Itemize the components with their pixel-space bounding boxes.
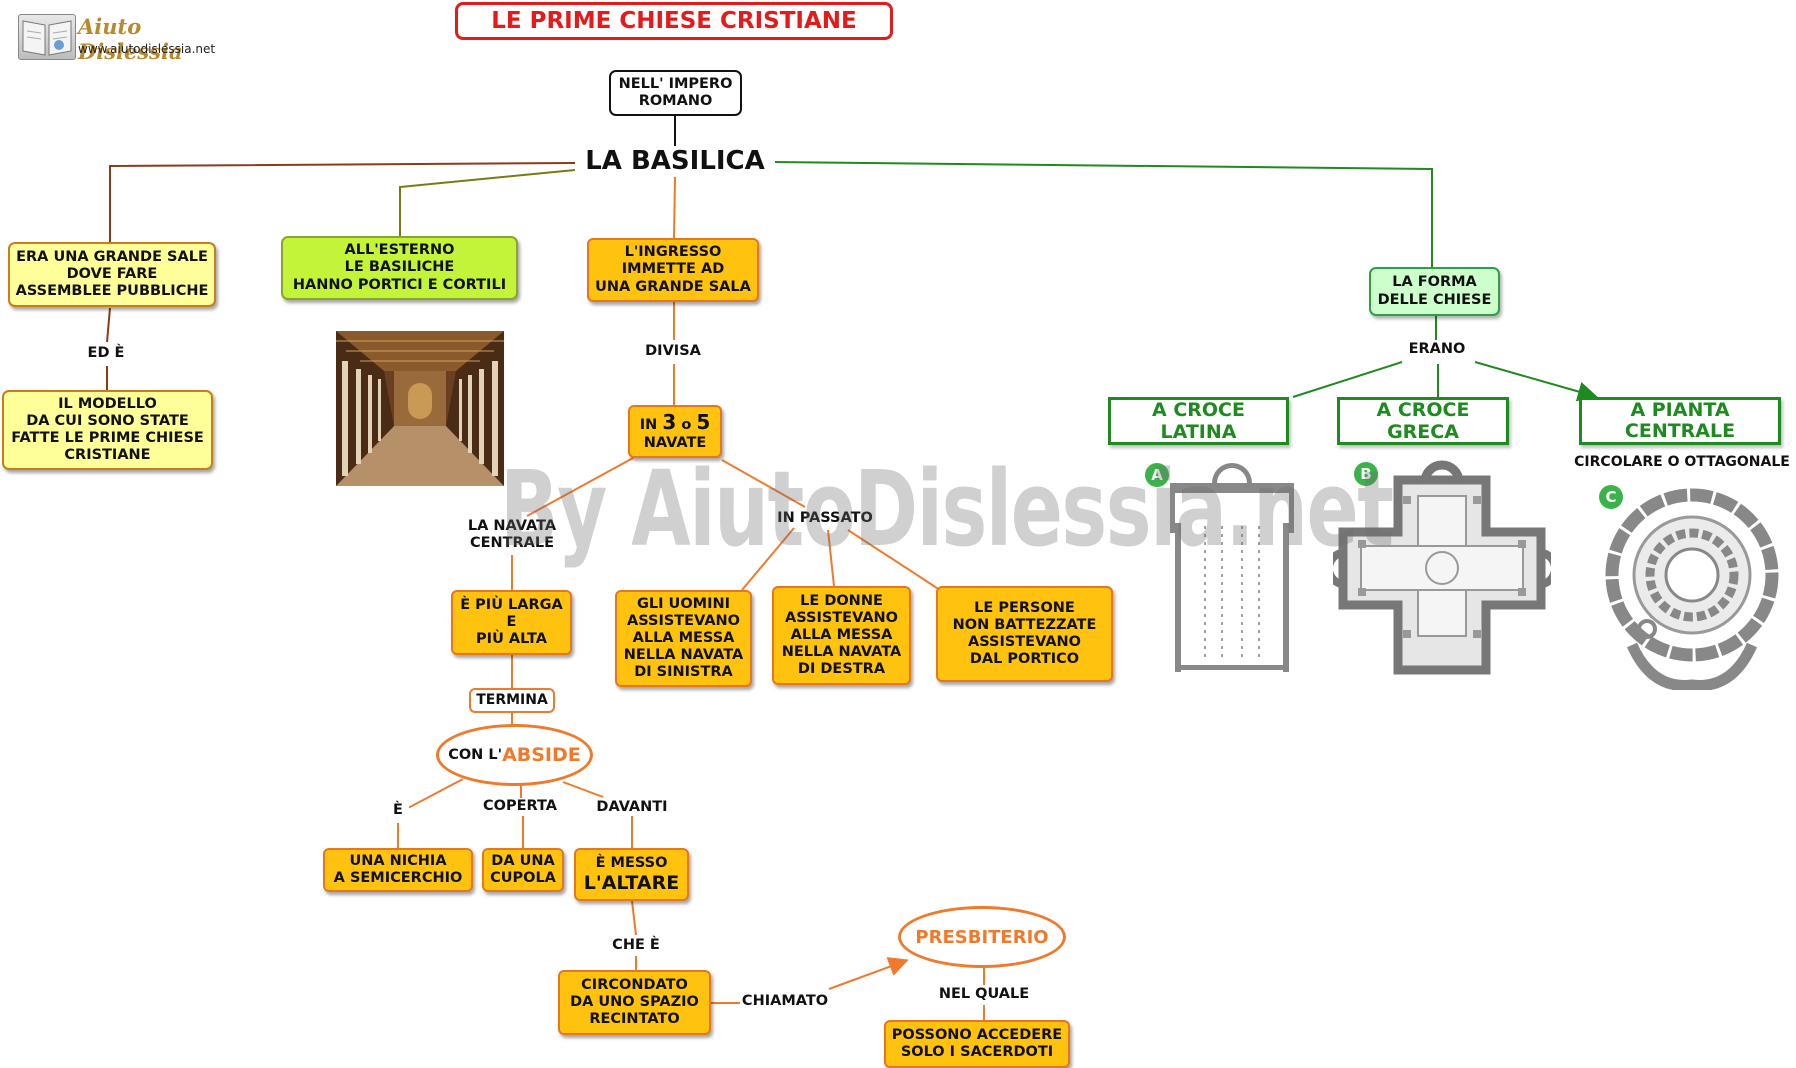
node-circondato: CIRCONDATO DA UNO SPAZIO RECINTATO (558, 970, 711, 1035)
label-ed-e: ED È (78, 345, 134, 363)
label-che-e: CHE È (606, 937, 666, 955)
label-divisa: DIVISA (638, 343, 708, 361)
badge-b: B (1354, 462, 1378, 486)
page-title: LE PRIME CHIESE CRISTIANE (455, 2, 893, 40)
label-in-passato: IN PASSATO (770, 510, 880, 528)
label-davanti: DAVANTI (586, 799, 678, 817)
navate-count: IN 3 o 5 (639, 410, 711, 435)
altare-name: L'ALTARE (583, 871, 680, 894)
node-cupola: DA UNA CUPOLA (482, 848, 564, 892)
node-sacerdoti: POSSONO ACCEDERE SOLO I SACERDOTI (884, 1020, 1070, 1068)
node-pianta-centrale: A PIANTA CENTRALE (1579, 397, 1781, 445)
logo-brand: Aiuto Dislessia (78, 14, 183, 64)
node-nicchia: UNA NICHIA A SEMICERCHIO (323, 848, 473, 892)
label-navata-centrale: LA NAVATA CENTRALE (462, 518, 562, 553)
node-navate: IN 3 o 5 NAVATE (628, 405, 722, 458)
logo[interactable]: Aiuto Dislessia www.aiutodislessia.net (18, 14, 223, 64)
label-erano: ERANO (1402, 341, 1472, 359)
node-forma: LA FORMA DELLE CHIESE (1369, 267, 1500, 316)
node-grande-sale: ERA UNA GRANDE SALE DOVE FARE ASSEMBLEE … (8, 242, 216, 307)
label-circolare: CIRCOLARE O OTTAGONALE (1570, 454, 1794, 471)
node-presbiterio: PRESBITERIO (898, 906, 1066, 968)
node-persone: LE PERSONE NON BATTEZZATE ASSISTEVANO DA… (936, 586, 1113, 682)
badge-a: A (1145, 463, 1169, 487)
basilica-interior-photo (336, 331, 504, 486)
node-impero: NELL' IMPERO ROMANO (609, 70, 742, 116)
node-uomini: GLI UOMINI ASSISTEVANO ALLA MESSA NELLA … (615, 590, 752, 687)
central-plan (1597, 485, 1787, 691)
badge-c: C (1599, 485, 1623, 509)
node-esterno: ALL'ESTERNO LE BASILICHE HANNO PORTICI E… (281, 236, 518, 300)
altare-prefix: È MESSO (595, 854, 668, 871)
node-altare: È MESSO L'ALTARE (574, 848, 689, 901)
node-modello: IL MODELLO DA CUI SONO STATE FATTE LE PR… (2, 390, 213, 470)
node-abside: CON L'ABSIDE (436, 724, 593, 786)
navate-label: NAVATE (643, 434, 707, 451)
label-e: È (387, 802, 409, 820)
label-coperta: COPERTA (478, 798, 562, 816)
node-basilica: LA BASILICA (575, 146, 775, 177)
logo-url[interactable]: www.aiutodislessia.net (78, 42, 216, 56)
node-piu-larga: È PIÙ LARGA E PIÙ ALTA (451, 590, 572, 655)
node-donne: LE DONNE ASSISTEVANO ALLA MESSA NELLA NA… (772, 586, 911, 685)
logo-book-icon (18, 14, 76, 60)
greek-cross-plan (1325, 460, 1559, 675)
node-croce-latina: A CROCE LATINA (1108, 397, 1289, 445)
label-chiamato: CHIAMATO (740, 993, 830, 1011)
node-ingresso: L'INGRESSO IMMETTE AD UNA GRANDE SALA (587, 238, 759, 302)
node-termina: TERMINA (469, 688, 555, 713)
latin-cross-plan (1168, 462, 1296, 673)
label-nel-quale: NEL QUALE (932, 986, 1036, 1004)
node-croce-greca: A CROCE GRECA (1337, 397, 1509, 445)
